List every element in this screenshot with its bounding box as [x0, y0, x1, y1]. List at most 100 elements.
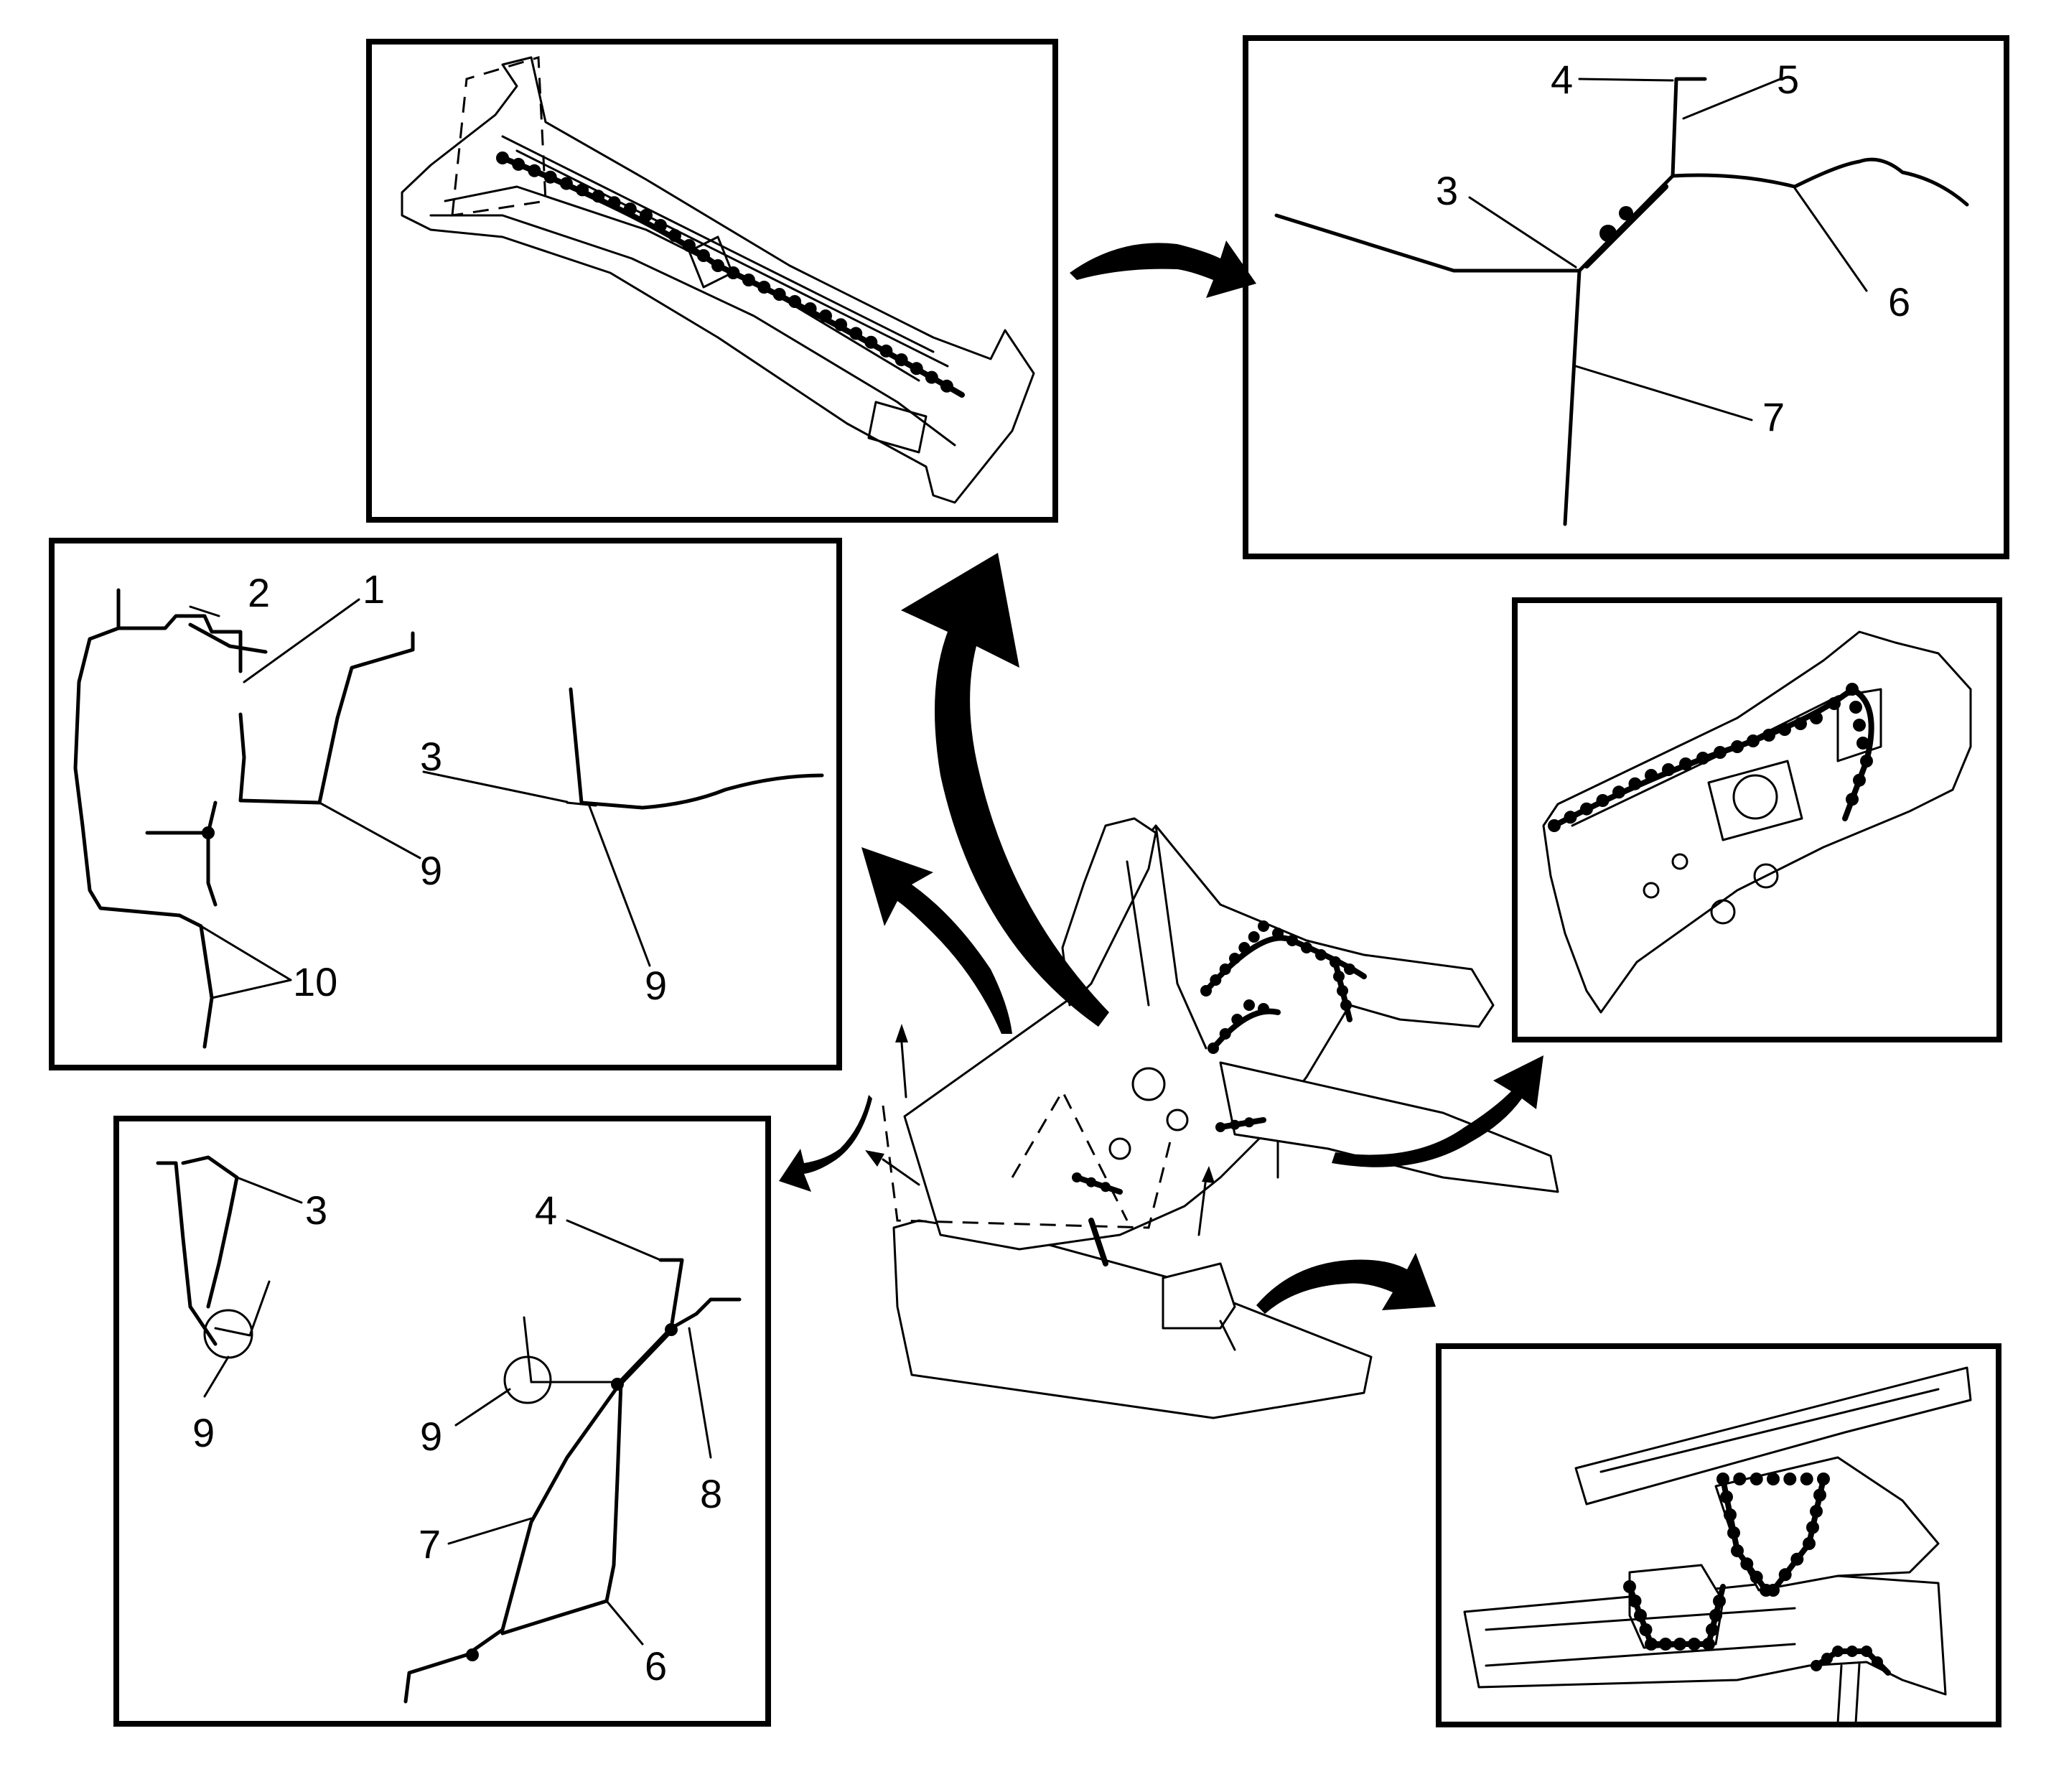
leader-8: [688, 1327, 712, 1459]
leader-4: [566, 1219, 662, 1261]
cowl-detail-dashed-box: [451, 56, 547, 217]
sealer-bead-dot: [1580, 802, 1593, 816]
sealer-bead-dot: [1846, 1646, 1858, 1657]
main-sealer-dots: [1072, 920, 1355, 1193]
sealer-bead-dot: [1679, 757, 1692, 770]
callout-9: 9: [420, 1414, 442, 1459]
sealer-bead-dot: [1740, 1557, 1754, 1571]
section-c-part-3-right: [181, 1155, 239, 1309]
sealer-bead-dot: [1340, 999, 1352, 1011]
sealer-bead-dot: [592, 190, 605, 203]
sealer-bead-dot: [1696, 752, 1709, 765]
sealer-bead-dot: [1846, 793, 1859, 806]
sealer-bead-dot: [1623, 1580, 1636, 1593]
sealer-bead-dot: [1634, 1609, 1647, 1622]
leader-4: [1578, 78, 1674, 82]
callout-2: 2: [248, 570, 270, 615]
front-structure-main-view: [865, 817, 1559, 1419]
sealer-bead-dot: [1714, 746, 1727, 759]
steering-hole: [1131, 1067, 1166, 1101]
sealer-bead-dot: [1853, 773, 1866, 787]
sealer-bead-dot: [1803, 1537, 1816, 1550]
a-pillar-hinge: [1061, 817, 1157, 1007]
callout-7: 7: [419, 1521, 441, 1567]
sealer-bead-dot: [1596, 794, 1610, 807]
sealer-bead-dot: [1731, 1544, 1744, 1557]
section-c-panel-frame: [113, 1116, 771, 1727]
sealer-bead-dot: [1612, 785, 1625, 799]
leader-6: [605, 1600, 644, 1646]
section-b-junction: [566, 801, 597, 807]
sealer-bead-dot: [711, 259, 724, 272]
callout-3: 3: [305, 1187, 327, 1233]
sealer-bead-dot: [496, 151, 509, 164]
arrow-to-section-b: [901, 553, 1109, 1027]
section-b-panel-frame: [49, 538, 842, 1070]
sealer-bead-dot: [879, 344, 893, 358]
section-b-right-section: [569, 687, 824, 810]
sealer-bead-dot: [1330, 956, 1341, 968]
sealer-bead-dot: [1628, 1595, 1642, 1607]
lower-rail-assembly: [892, 1219, 1373, 1419]
sealer-bead-dot: [1762, 729, 1775, 742]
section-c-sealer: [618, 1327, 674, 1385]
callout-3: 3: [420, 734, 442, 779]
pointer-arrowhead: [865, 1150, 884, 1167]
view-arrows: [779, 241, 1543, 1314]
sealer-bead-dot: [1207, 1042, 1219, 1054]
sealer-bead-dot: [1219, 1028, 1231, 1040]
sealer-bead-dot: [1219, 963, 1231, 975]
sealer-bead-dot: [1086, 1177, 1096, 1187]
arrow-to-section-b-2: [861, 847, 1012, 1034]
sealer-bead-dot: [1767, 1584, 1780, 1597]
section-a-bead: [1599, 225, 1617, 242]
arrow-to-rail-panel: [1256, 1253, 1436, 1314]
dashed-pointer-lines: [882, 1032, 1207, 1236]
callout-4: 4: [535, 1187, 557, 1233]
section-c-part-4-8: [658, 1258, 742, 1330]
section-c-part-3-left: [156, 1161, 218, 1346]
section-b-bead: [202, 826, 215, 839]
sealer-bead-dot: [559, 177, 573, 190]
upper-rail-right: [1219, 1061, 1559, 1193]
sealer-bead-dot: [1639, 1623, 1653, 1636]
sealer-bead-dot: [1072, 1172, 1082, 1182]
sealer-bead-dot: [1849, 701, 1862, 714]
sealer-bead-dot: [1662, 763, 1675, 776]
sealer-bead-dot: [668, 229, 681, 242]
section-a-panel-3: [1274, 213, 1582, 273]
sealer-bead-dot: [772, 288, 786, 301]
callout-8: 8: [700, 1471, 722, 1516]
pointer-arrowhead: [1202, 1166, 1215, 1183]
sealer-bead-dot: [1200, 985, 1212, 997]
sealer-bead-dot: [1727, 1526, 1740, 1539]
section-detail-panel-a: 4 5 3 6 7: [1243, 35, 2009, 559]
sealer-bead-dot: [925, 370, 938, 384]
sealer-bead-dot: [576, 183, 589, 197]
sealer-bead-dot: [697, 249, 710, 262]
sealer-bead-dot: [910, 362, 923, 375]
sealer-bead-dot: [1853, 719, 1866, 732]
section-c-stub-b: [523, 1316, 619, 1383]
arrow-to-section-c: [779, 1095, 872, 1192]
section-a-bead: [1619, 206, 1633, 220]
section-c-stub: [214, 1280, 271, 1337]
sealer-bead-dot: [1817, 1473, 1830, 1485]
sealer-bead-dot: [1790, 1552, 1804, 1566]
sealer-bead-dot: [1215, 1122, 1225, 1132]
sealer-bead-dot: [1783, 1473, 1797, 1485]
sealer-bead-dot: [1229, 953, 1241, 964]
sealer-bead-dot: [1628, 777, 1642, 790]
sealer-bead-dot: [1673, 1638, 1686, 1651]
sealer-bead-dot: [1813, 1488, 1826, 1502]
sealer-bead-dot: [543, 170, 557, 184]
sealer-bead-dot: [1832, 1646, 1844, 1657]
sealer-bead-dot: [940, 379, 953, 393]
cowl-panel-part: [401, 56, 1035, 504]
callout-9: 9: [420, 848, 442, 893]
sealer-bead-dot: [1800, 1473, 1813, 1485]
sealer-bead-dot: [803, 302, 817, 315]
sealer-bead-dot: [1315, 949, 1327, 961]
callout-10: 10: [293, 959, 337, 1004]
sealer-bead-dot: [1750, 1570, 1763, 1584]
